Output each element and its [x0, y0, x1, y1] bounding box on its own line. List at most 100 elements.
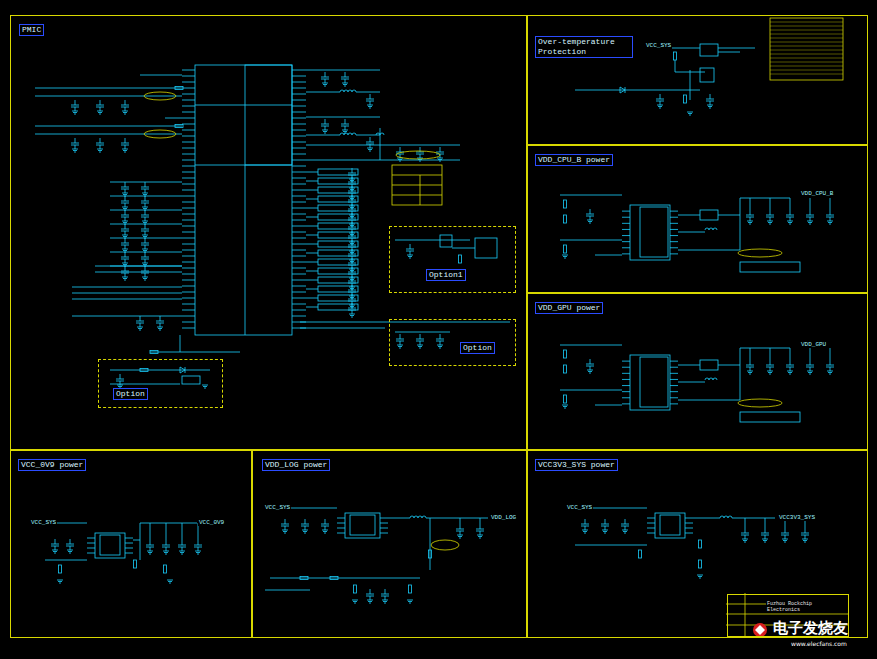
wire	[182, 298, 195, 299]
wire	[194, 545, 202, 546]
wire	[830, 348, 831, 360]
wire	[640, 90, 700, 91]
wire	[141, 257, 149, 258]
wire	[97, 111, 103, 112]
wire	[166, 523, 167, 540]
wire	[622, 211, 630, 212]
wire	[810, 367, 811, 371]
wire	[769, 224, 771, 225]
wire	[829, 374, 831, 375]
highlight-oval	[396, 151, 440, 159]
wire	[306, 289, 318, 290]
wire	[125, 224, 126, 229]
wire	[68, 551, 72, 552]
wire	[420, 334, 421, 339]
wire	[765, 518, 766, 528]
wire	[687, 112, 693, 113]
wire	[564, 258, 566, 259]
wire	[370, 589, 371, 594]
wire	[142, 249, 148, 250]
schematic-section: VCC3V3_SYS powerFuzhou Rockchip Electron…	[527, 450, 868, 638]
wire	[185, 367, 186, 373]
wire	[348, 209, 356, 210]
wire	[51, 544, 59, 545]
wire	[182, 547, 183, 551]
wire	[343, 84, 347, 85]
wire	[182, 130, 195, 131]
wire	[348, 218, 356, 219]
wire	[392, 195, 442, 196]
net-label: VDD_CPU_B	[800, 190, 834, 197]
wire	[787, 221, 793, 222]
wire	[125, 107, 126, 111]
wire	[145, 266, 146, 271]
wire	[770, 58, 843, 59]
wire	[72, 287, 182, 288]
component-outline	[330, 577, 338, 580]
wire	[745, 528, 746, 533]
wire	[140, 523, 141, 560]
wire	[143, 194, 147, 195]
wire	[436, 339, 444, 340]
wire	[292, 250, 306, 251]
wire	[440, 334, 441, 339]
wire	[787, 371, 793, 372]
wire	[96, 143, 104, 144]
wire	[179, 551, 185, 552]
wire	[770, 367, 771, 371]
wire	[388, 518, 410, 519]
component-outline	[140, 369, 148, 372]
wire	[322, 83, 328, 84]
wire	[690, 70, 691, 100]
wire	[72, 149, 78, 150]
wire	[589, 223, 591, 224]
wire	[710, 94, 711, 99]
wire	[588, 221, 592, 222]
wire	[750, 360, 751, 365]
wire	[182, 232, 195, 233]
wire	[182, 220, 195, 221]
wire	[125, 145, 126, 149]
wire	[145, 259, 146, 263]
wire	[282, 530, 288, 531]
wire	[122, 263, 128, 264]
component-outline	[175, 125, 183, 128]
wire	[400, 147, 401, 152]
wire	[370, 596, 371, 600]
wire	[182, 274, 195, 275]
wire	[622, 247, 630, 248]
wire	[590, 216, 591, 220]
component-outline	[318, 205, 358, 211]
wire	[72, 299, 182, 300]
wire	[718, 48, 755, 49]
wire	[782, 539, 788, 540]
wire	[718, 365, 740, 366]
wire	[125, 203, 126, 207]
wire	[381, 594, 389, 595]
wire	[770, 26, 843, 27]
wire	[770, 70, 843, 71]
wire	[766, 365, 774, 366]
wire	[563, 256, 567, 257]
wire	[602, 530, 608, 531]
component-outline	[674, 52, 677, 60]
wire	[292, 280, 306, 281]
wire	[141, 229, 149, 230]
component-outline	[770, 18, 843, 80]
net-label: VCC_SYS	[264, 504, 291, 511]
highlight-oval	[144, 130, 176, 138]
wire	[745, 518, 746, 528]
wire	[122, 221, 128, 222]
wire	[384, 603, 386, 604]
wire	[87, 548, 95, 549]
wire	[622, 397, 630, 398]
wire	[292, 316, 306, 317]
component-outline	[300, 577, 308, 580]
wire	[142, 277, 148, 278]
wire	[746, 215, 754, 216]
wire	[785, 528, 786, 533]
wire	[117, 385, 123, 386]
wire	[366, 594, 374, 595]
wire	[399, 161, 401, 162]
